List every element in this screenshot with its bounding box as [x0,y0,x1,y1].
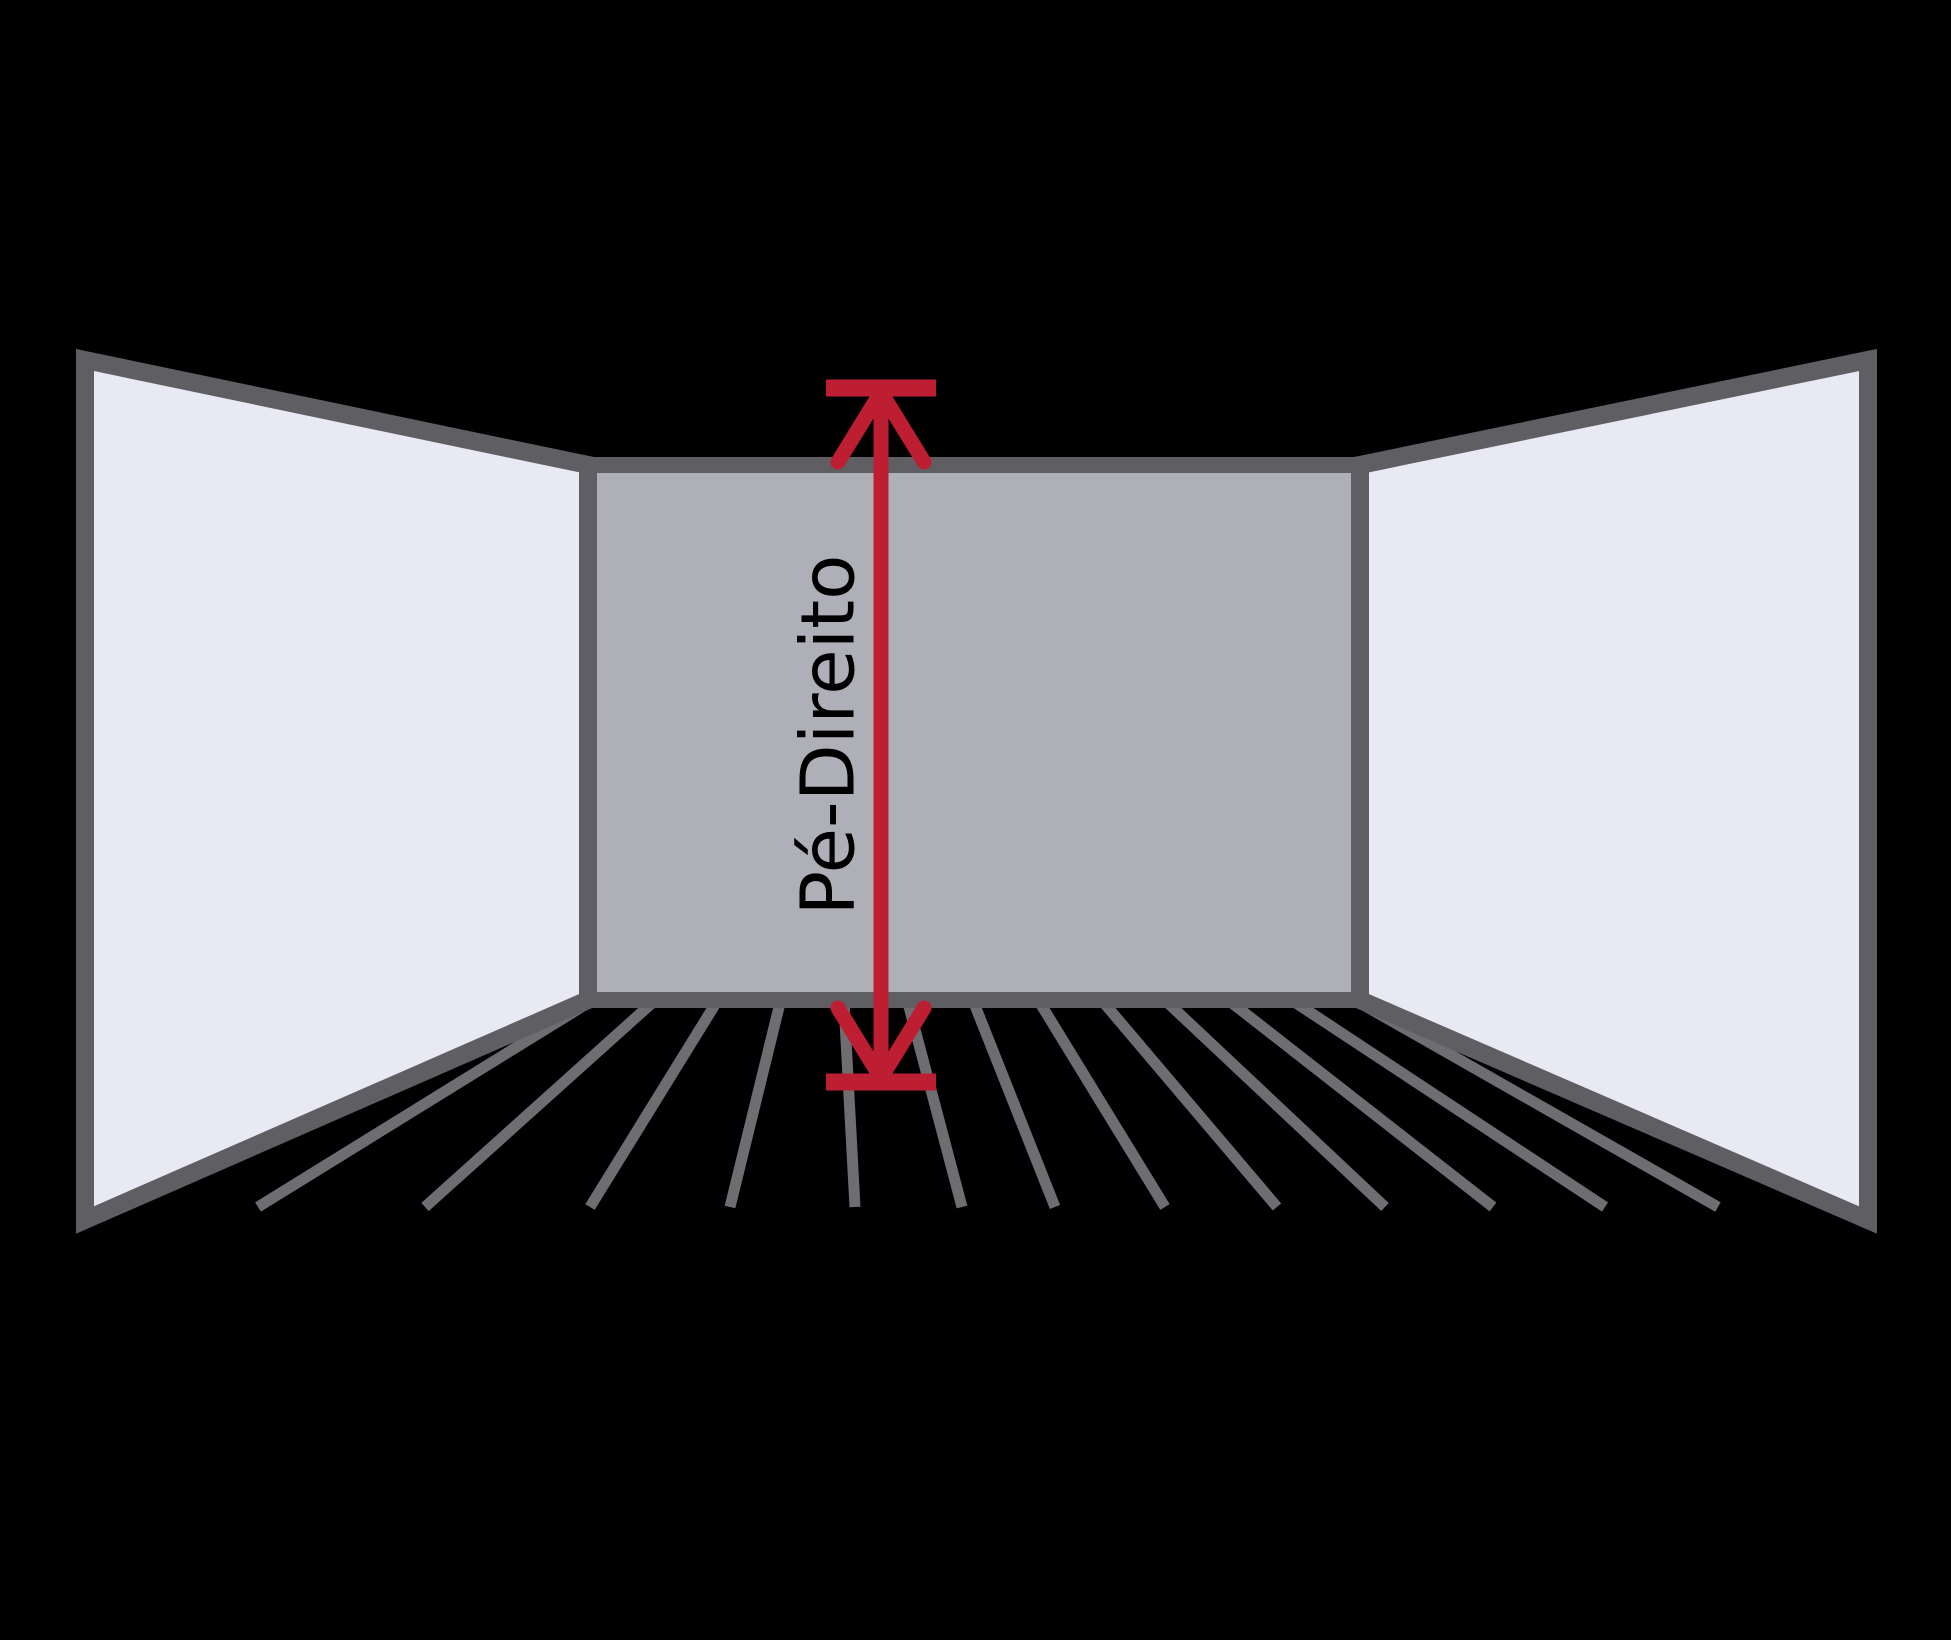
floor-plank-line [585,1000,721,1210]
floor-plank-line [1164,998,1389,1212]
dimension-label: Pé-Direito [786,555,872,916]
dimension-arrowhead-bottom-left [830,1000,889,1086]
floor-plank-line [968,1000,1061,1210]
floor-plank-line [724,1001,786,1209]
right-side-wall [1351,348,1877,1234]
dimension-arrowhead-top-right [873,384,932,470]
floor-plank-line [1228,998,1497,1212]
floor-plank-line [1292,998,1609,1212]
height-dimension-arrow [826,379,936,1091]
back-wall [580,457,1368,1008]
floor-plank-line [255,998,591,1212]
dimension-arrowhead-bottom-right [873,1000,932,1086]
floor-plank-line [902,1001,968,1209]
floor-plank-line [1035,1000,1170,1210]
floor-plank-line [1357,998,1721,1212]
floor-plank-line [838,1002,861,1208]
left-side-wall [76,348,597,1234]
dimension-arrowhead-top-left [830,384,889,470]
floor-plank-lines [255,998,1721,1212]
floor-plank-line [1099,999,1282,1211]
floor-plank-line [421,998,656,1212]
